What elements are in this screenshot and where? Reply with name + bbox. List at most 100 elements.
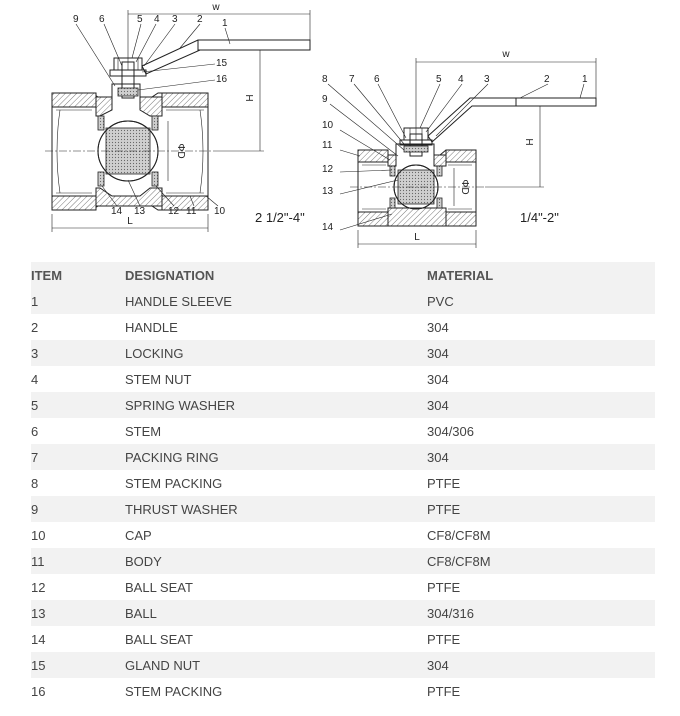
- cell-item: 14: [31, 631, 46, 647]
- table-row: 3 LOCKING 304: [31, 340, 655, 366]
- cell-item: 10: [31, 527, 46, 543]
- cell-item: 11: [31, 553, 45, 569]
- cell-item: 3: [31, 345, 39, 361]
- cell-item: 16: [31, 683, 46, 699]
- cell-designation: GLAND NUT: [125, 657, 201, 673]
- header-item: ITEM: [31, 267, 63, 283]
- left-dim-d: ΦD: [175, 143, 186, 158]
- table-row: 6 STEM 304/306: [31, 418, 655, 444]
- cell-designation: SPRING WASHER: [125, 397, 236, 413]
- left-callout-5: 5: [137, 14, 143, 25]
- right-dim-l: L: [414, 232, 420, 243]
- cell-material: PTFE: [427, 475, 461, 491]
- right-callout-1: 1: [582, 74, 588, 85]
- left-callout-9: 9: [73, 14, 79, 25]
- cell-material: PTFE: [427, 631, 461, 647]
- cell-designation: STEM: [125, 423, 162, 439]
- left-callout-12: 12: [168, 206, 180, 217]
- cell-material: 304: [427, 657, 449, 673]
- cell-designation: STEM PACKING: [125, 475, 223, 491]
- handle-sleeve-large: [197, 39, 311, 51]
- right-leaders: [327, 83, 585, 231]
- cell-item: 2: [31, 319, 39, 335]
- right-dim-h: H: [523, 138, 534, 145]
- right-dim-d: ΦD: [459, 179, 470, 194]
- left-callout-15: 15: [216, 58, 228, 69]
- cell-designation: BALL SEAT: [125, 631, 193, 647]
- cell-designation: CAP: [125, 527, 152, 543]
- cell-material: 304: [427, 345, 449, 361]
- technical-drawings: ΦD w H L: [0, 0, 680, 258]
- left-dim-w: w: [211, 2, 220, 13]
- left-dim-h: H: [243, 94, 254, 101]
- right-callout-12: 12: [322, 164, 334, 175]
- left-callout-4: 4: [154, 14, 160, 25]
- cell-item: 1: [31, 293, 39, 309]
- table-row: 1 HANDLE SLEEVE PVC: [31, 288, 655, 314]
- right-callout-3: 3: [484, 74, 490, 85]
- left-callout-1: 1: [222, 18, 228, 29]
- cell-designation: THRUST WASHER: [125, 501, 238, 517]
- cell-material: 304: [427, 449, 449, 465]
- left-callouts: 9 6 5 4 3 2 1 15 16 14 13 12 11 10: [73, 14, 228, 217]
- cell-designation: BALL: [125, 605, 157, 621]
- right-callout-6: 6: [374, 74, 380, 85]
- cell-item: 9: [31, 501, 39, 517]
- cell-material: PTFE: [427, 683, 461, 699]
- cell-item: 8: [31, 475, 39, 491]
- cell-material: 304/306: [427, 423, 474, 439]
- cap-wall-top: [161, 92, 209, 108]
- left-body-wall-bottom: [51, 195, 97, 211]
- left-body-wall-top: [51, 92, 97, 108]
- right-callout-4: 4: [458, 74, 464, 85]
- left-callout-6: 6: [99, 14, 105, 25]
- right-callout-13: 13: [322, 186, 334, 197]
- right-callout-7: 7: [349, 74, 355, 85]
- right-callout-10: 10: [322, 120, 334, 131]
- cell-item: 13: [31, 605, 46, 621]
- left-dim-l: L: [127, 216, 133, 227]
- cell-designation: PACKING RING: [125, 449, 219, 465]
- right-callout-8: 8: [322, 74, 328, 85]
- right-dim-w: w: [501, 49, 510, 60]
- left-callout-11: 11: [186, 206, 197, 217]
- header-material: MATERIAL: [427, 267, 494, 283]
- handle-sleeve-small: [515, 97, 597, 107]
- cell-material: 304/316: [427, 605, 474, 621]
- valve-drawing-small: ΦD w H L: [322, 49, 597, 248]
- cell-material: CF8/CF8M: [427, 553, 491, 569]
- table-row: 15 GLAND NUT 304: [31, 652, 655, 678]
- cell-item: 5: [31, 397, 39, 413]
- cell-item: 12: [31, 579, 46, 595]
- left-callout-16: 16: [216, 74, 228, 85]
- cell-material: 304: [427, 319, 449, 335]
- right-callout-11: 11: [322, 140, 333, 151]
- cell-designation: BALL SEAT: [125, 579, 193, 595]
- cell-item: 15: [31, 657, 46, 673]
- cell-material: PVC: [427, 293, 454, 309]
- cell-item: 6: [31, 423, 39, 439]
- handle-small: [427, 97, 597, 143]
- table-row: 14 BALL SEAT PTFE: [31, 626, 655, 652]
- cell-material: 304: [427, 371, 449, 387]
- parts-table: ITEM DESIGNATION MATERIAL 1 HANDLE SLEEVE…: [31, 262, 655, 704]
- right-callout-9: 9: [322, 94, 328, 105]
- left-callout-10: 10: [214, 206, 226, 217]
- right-callout-14: 14: [322, 222, 334, 233]
- right-callout-5: 5: [436, 74, 442, 85]
- cell-material: PTFE: [427, 501, 461, 517]
- table-header-row: ITEM DESIGNATION MATERIAL: [31, 262, 655, 288]
- table-row: 8 STEM PACKING PTFE: [31, 470, 655, 496]
- cell-designation: LOCKING: [125, 345, 184, 361]
- cell-designation: HANDLE SLEEVE: [125, 293, 232, 309]
- left-callout-2: 2: [197, 14, 203, 25]
